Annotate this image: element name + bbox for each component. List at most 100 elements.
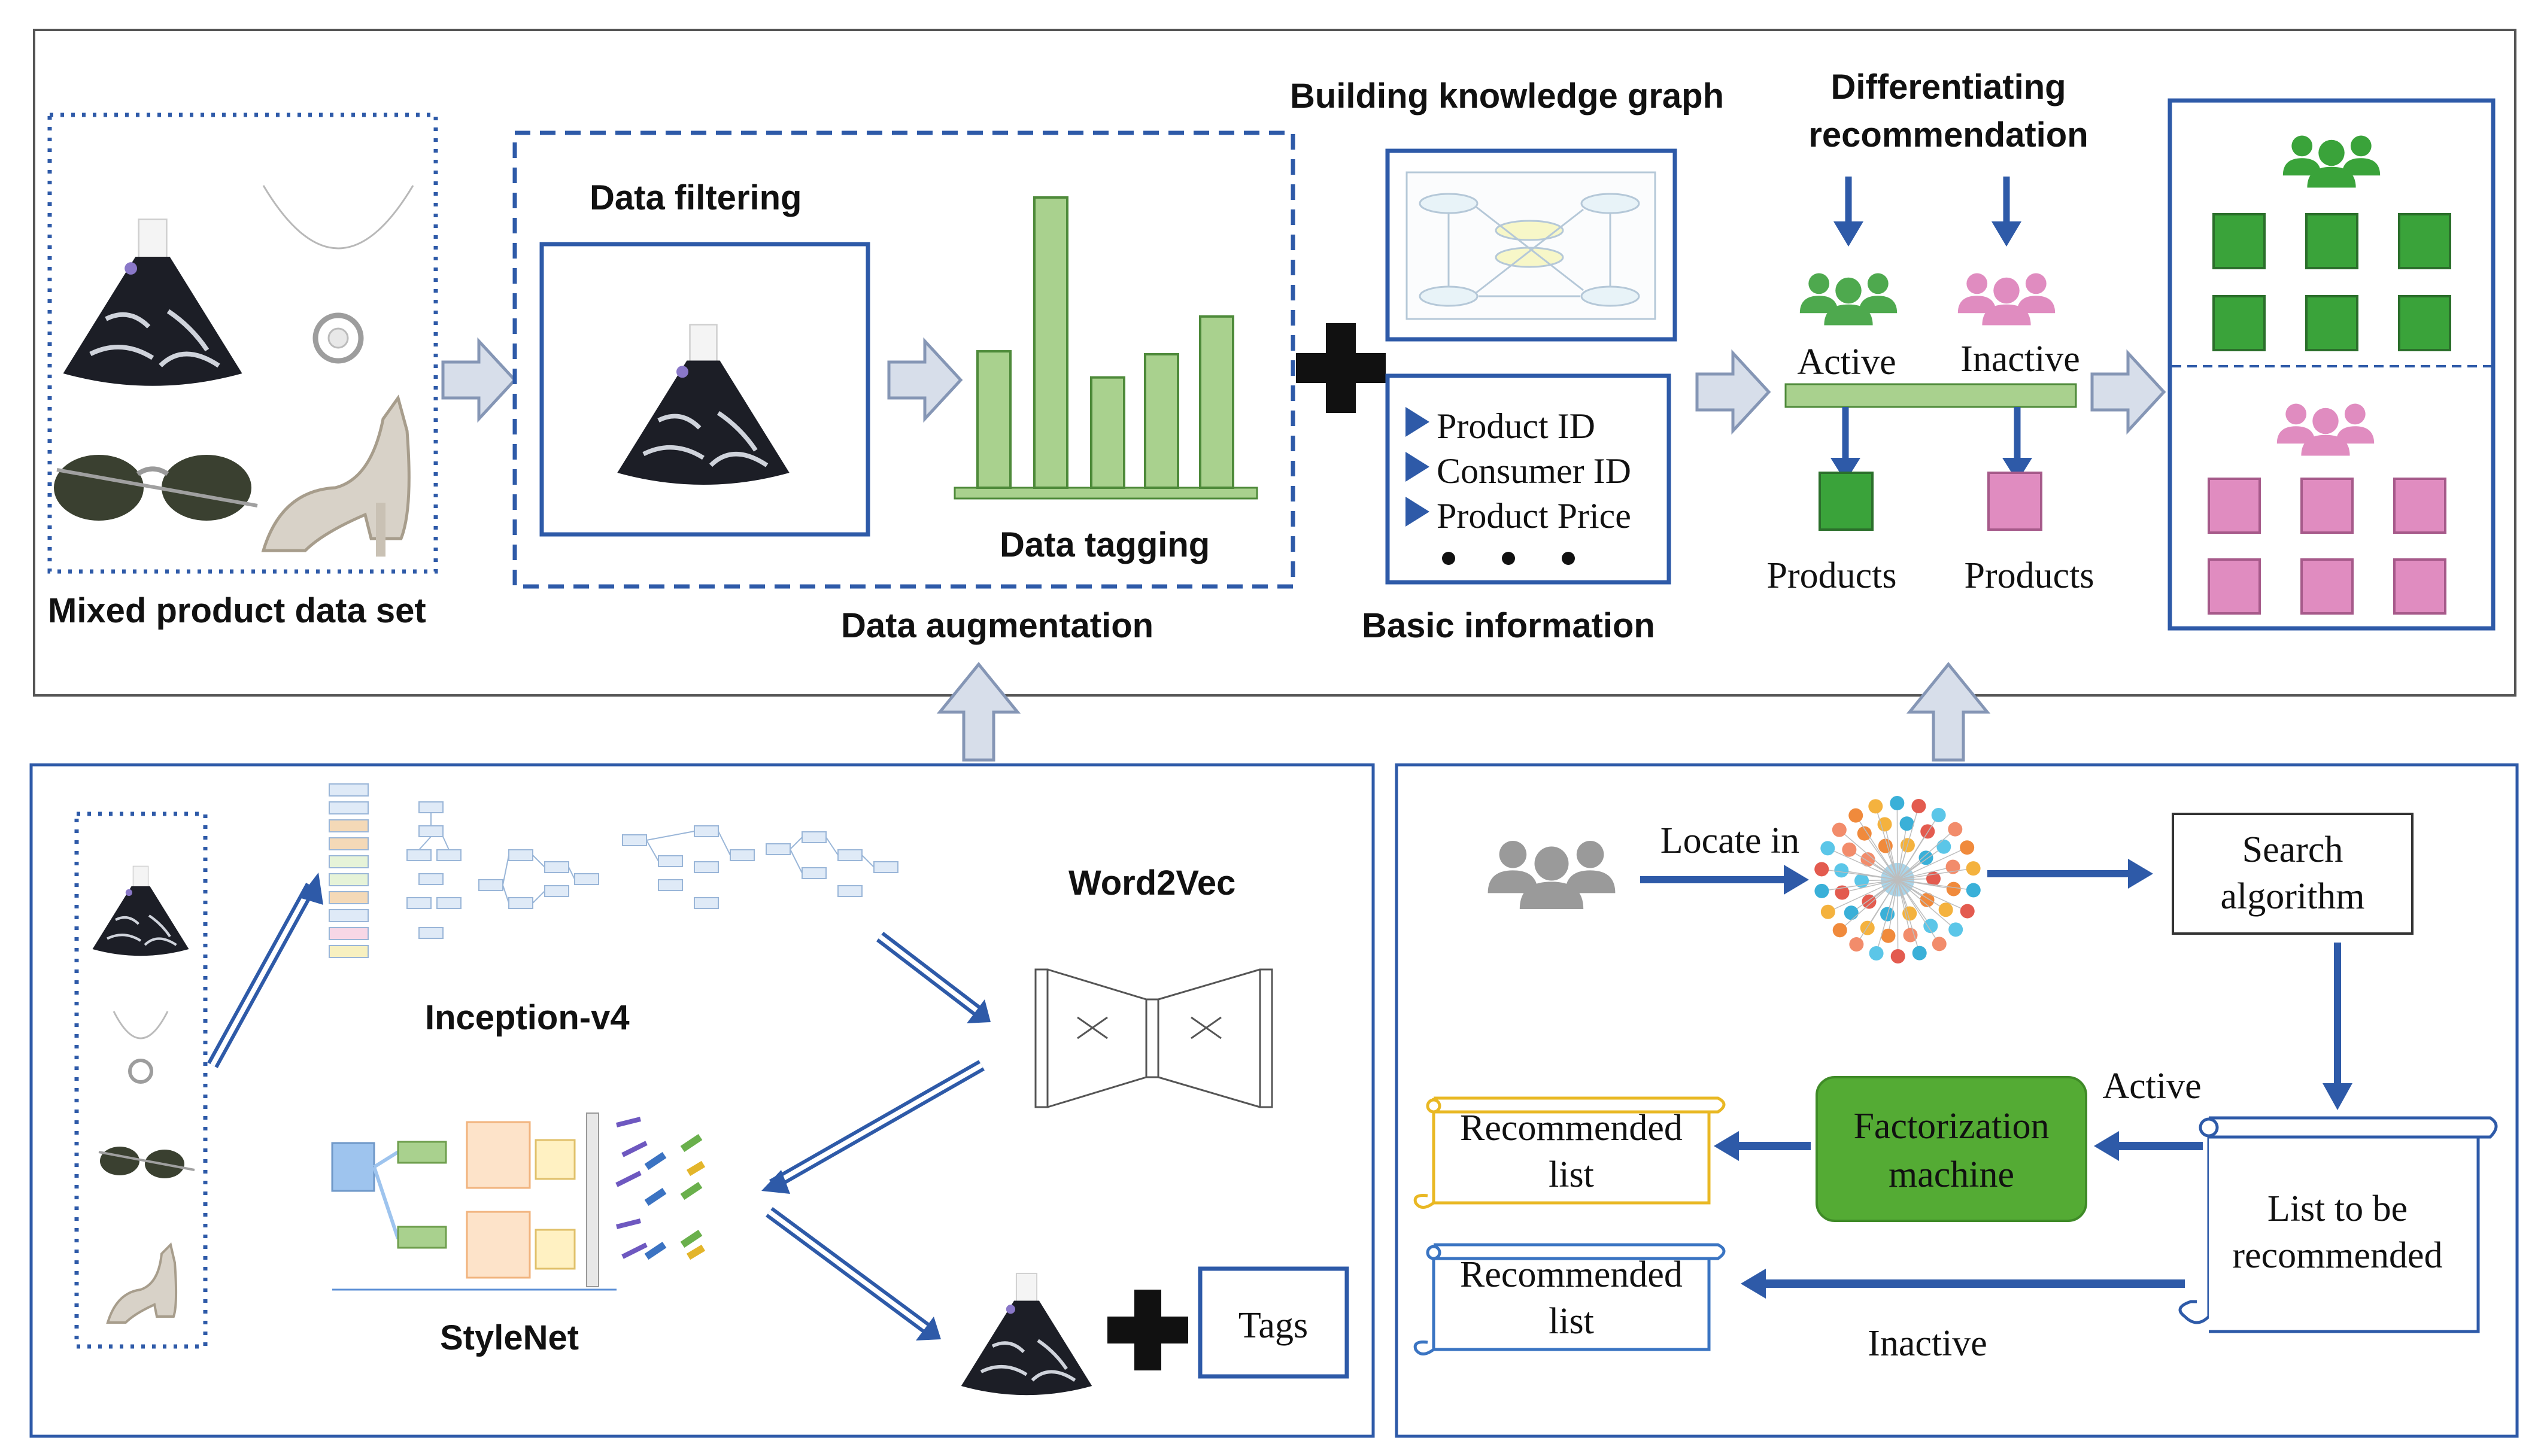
cluster-node: [1881, 928, 1896, 943]
cluster-edge: [1884, 824, 1898, 880]
cluster-edge: [1839, 879, 1898, 931]
knowledge-graph-thumbnail: [1405, 171, 1656, 320]
locate-label: Locate in: [1660, 820, 1799, 861]
tagging-bar: [1033, 196, 1068, 489]
tagging-bar: [1144, 352, 1179, 490]
factorization-machine-box: [1816, 1076, 2087, 1222]
basic-info-item: Product ID: [1437, 406, 1595, 446]
arrow-head: [299, 873, 323, 905]
basic-info-label: Basic information: [1362, 606, 1655, 645]
arrow-head: [1741, 1269, 1766, 1299]
arrow-inner: [767, 1209, 933, 1334]
cluster-node: [1912, 946, 1927, 960]
arrow-head: [2128, 859, 2153, 889]
plus-icon: [1107, 1290, 1188, 1370]
results-box: [2167, 98, 2496, 631]
fm-label-line2: machine: [1889, 1154, 2014, 1195]
cluster-node: [1814, 862, 1829, 877]
arrow-inner: [878, 934, 983, 1017]
search-algorithm-box: [2172, 813, 2414, 935]
bullet-triangle-icon: [1405, 452, 1429, 482]
cluster-node: [1960, 840, 1975, 855]
input-images-box: [74, 811, 208, 1349]
inactive-users-icon: [1957, 273, 2056, 326]
cluster-edge: [1822, 868, 1898, 880]
inactive-label: Inactive: [1960, 339, 2080, 379]
inception-label: Inception-v4: [425, 998, 630, 1037]
bottom-left-panel-frame: [29, 763, 1375, 1438]
cluster-edge: [1822, 879, 1898, 892]
cluster-edge: [1897, 868, 1974, 880]
cluster-edge: [1897, 846, 1944, 880]
active-users-icon: [1799, 273, 1898, 326]
cluster-node: [1911, 798, 1926, 813]
list-label-line2: recommended: [2232, 1235, 2442, 1276]
split-bar: [1784, 383, 2077, 408]
tagging-bar: [976, 350, 1012, 489]
cluster-edge: [1897, 879, 1974, 891]
data-filtering-label: Data filtering: [590, 178, 802, 217]
arrow-recommendation-to-results: [2090, 349, 2166, 435]
plus-icon: [1296, 323, 1386, 413]
cluster-node: [1857, 826, 1872, 841]
arrow-head: [1714, 1131, 1739, 1161]
cluster-edge: [1848, 849, 1898, 880]
cluster-node: [1834, 863, 1849, 878]
cluster-edge: [1839, 829, 1898, 880]
active-results-grid: [2212, 213, 2451, 351]
cluster-node: [1931, 807, 1946, 822]
cluster-node: [1820, 841, 1835, 856]
cluster-edge: [1897, 879, 1911, 935]
list-to-be-recommended-scroll: [2178, 1116, 2498, 1333]
cluster-edge: [1887, 879, 1898, 936]
cluster-node: [1869, 946, 1884, 961]
cluster-node: [1946, 881, 1961, 896]
cluster-edge: [1897, 879, 1956, 930]
arrow-up-to-augmentation: [936, 662, 1021, 762]
input-necklace-image: [113, 1011, 169, 1084]
arrow-head: [1784, 865, 1809, 895]
cluster-node: [1966, 883, 1981, 898]
cluster-node: [1890, 796, 1905, 811]
differentiating-title-line2: recommendation: [1808, 115, 2088, 154]
inactive-product-square: [1987, 472, 2042, 531]
cluster-edge: [1897, 847, 1968, 880]
cluster-node: [1899, 816, 1914, 831]
cluster-edge: [1897, 879, 1940, 944]
ellipsis-dots: [1442, 552, 1575, 565]
necklace-image: [262, 185, 414, 364]
cluster-node: [1945, 859, 1960, 874]
cluster-edge: [1897, 823, 1908, 880]
arrow-head: [2094, 1131, 2119, 1161]
cluster-node: [1932, 937, 1947, 952]
cluster-edge: [1897, 829, 1956, 880]
output-skirt-image: [961, 1273, 1092, 1395]
cluster-edge: [1897, 866, 1953, 880]
basic-info-box: [1385, 373, 1671, 585]
cluster-node: [1890, 949, 1905, 963]
skirt-image: [63, 220, 242, 386]
cluster-node: [1923, 919, 1938, 934]
products-label-active: Products: [1767, 555, 1897, 596]
arrow-head: [1833, 221, 1863, 247]
tagging-baseline: [954, 487, 1258, 500]
arrow-head: [916, 1317, 941, 1341]
cluster-node: [1960, 904, 1975, 919]
arrow-kg-to-recommendation: [1695, 349, 1771, 435]
active-path-label: Active: [2102, 1066, 2201, 1107]
users-icon: [1487, 841, 1616, 909]
cluster-edge: [1842, 879, 1898, 893]
cluster-edge: [1875, 879, 1898, 954]
list-label-line1: List to be: [2267, 1188, 2408, 1229]
cluster-edge: [1851, 879, 1898, 913]
cluster-edge: [1897, 805, 1920, 880]
data-augmentation-label: Data augmentation: [841, 606, 1153, 645]
cluster-edge: [1856, 879, 1898, 945]
cluster-edge: [1897, 879, 1920, 953]
cluster-edge: [1897, 879, 1968, 912]
basic-info-item: Consumer ID: [1437, 451, 1631, 491]
cluster-node: [1903, 928, 1918, 943]
rec1-label-line1: Recommended: [1460, 1108, 1683, 1148]
rec2-label-line1: Recommended: [1460, 1254, 1683, 1295]
active-label: Active: [1797, 342, 1896, 382]
